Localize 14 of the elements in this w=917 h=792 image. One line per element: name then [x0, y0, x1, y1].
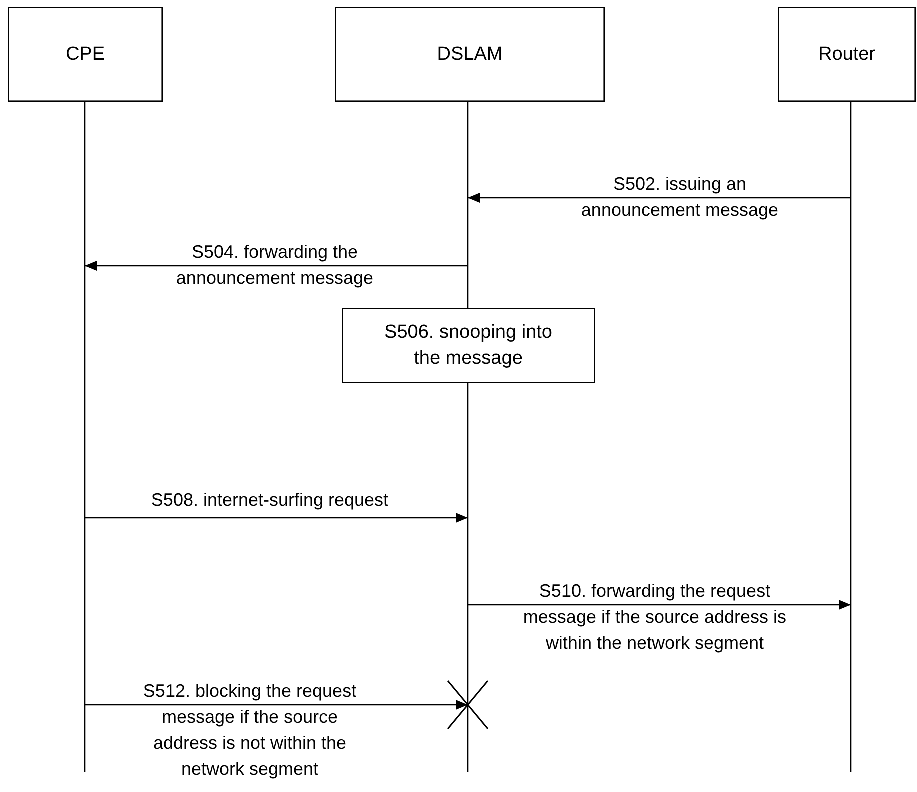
- message-label: S512. blocking the request message if the source address is not within the network segment: [142, 680, 358, 781]
- message-label: S502. issuing an announcement message: [580, 173, 780, 222]
- node-label: DSLAM: [436, 42, 504, 66]
- message-arrow: [468, 193, 851, 203]
- message-label: S510. forwarding the request message if the source address is within the network segment: [522, 580, 788, 655]
- message-arrow: [468, 600, 851, 610]
- message-arrow: [85, 261, 468, 271]
- message-arrow: [85, 700, 468, 710]
- node-label: CPE: [64, 42, 106, 66]
- message-arrow: [85, 513, 468, 523]
- message-label: S508. internet-surfing request: [150, 489, 390, 512]
- message-label: S504. forwarding the announcement message: [175, 241, 375, 290]
- node-label: S506. snooping into the message: [384, 320, 554, 370]
- node-label: Router: [817, 42, 877, 66]
